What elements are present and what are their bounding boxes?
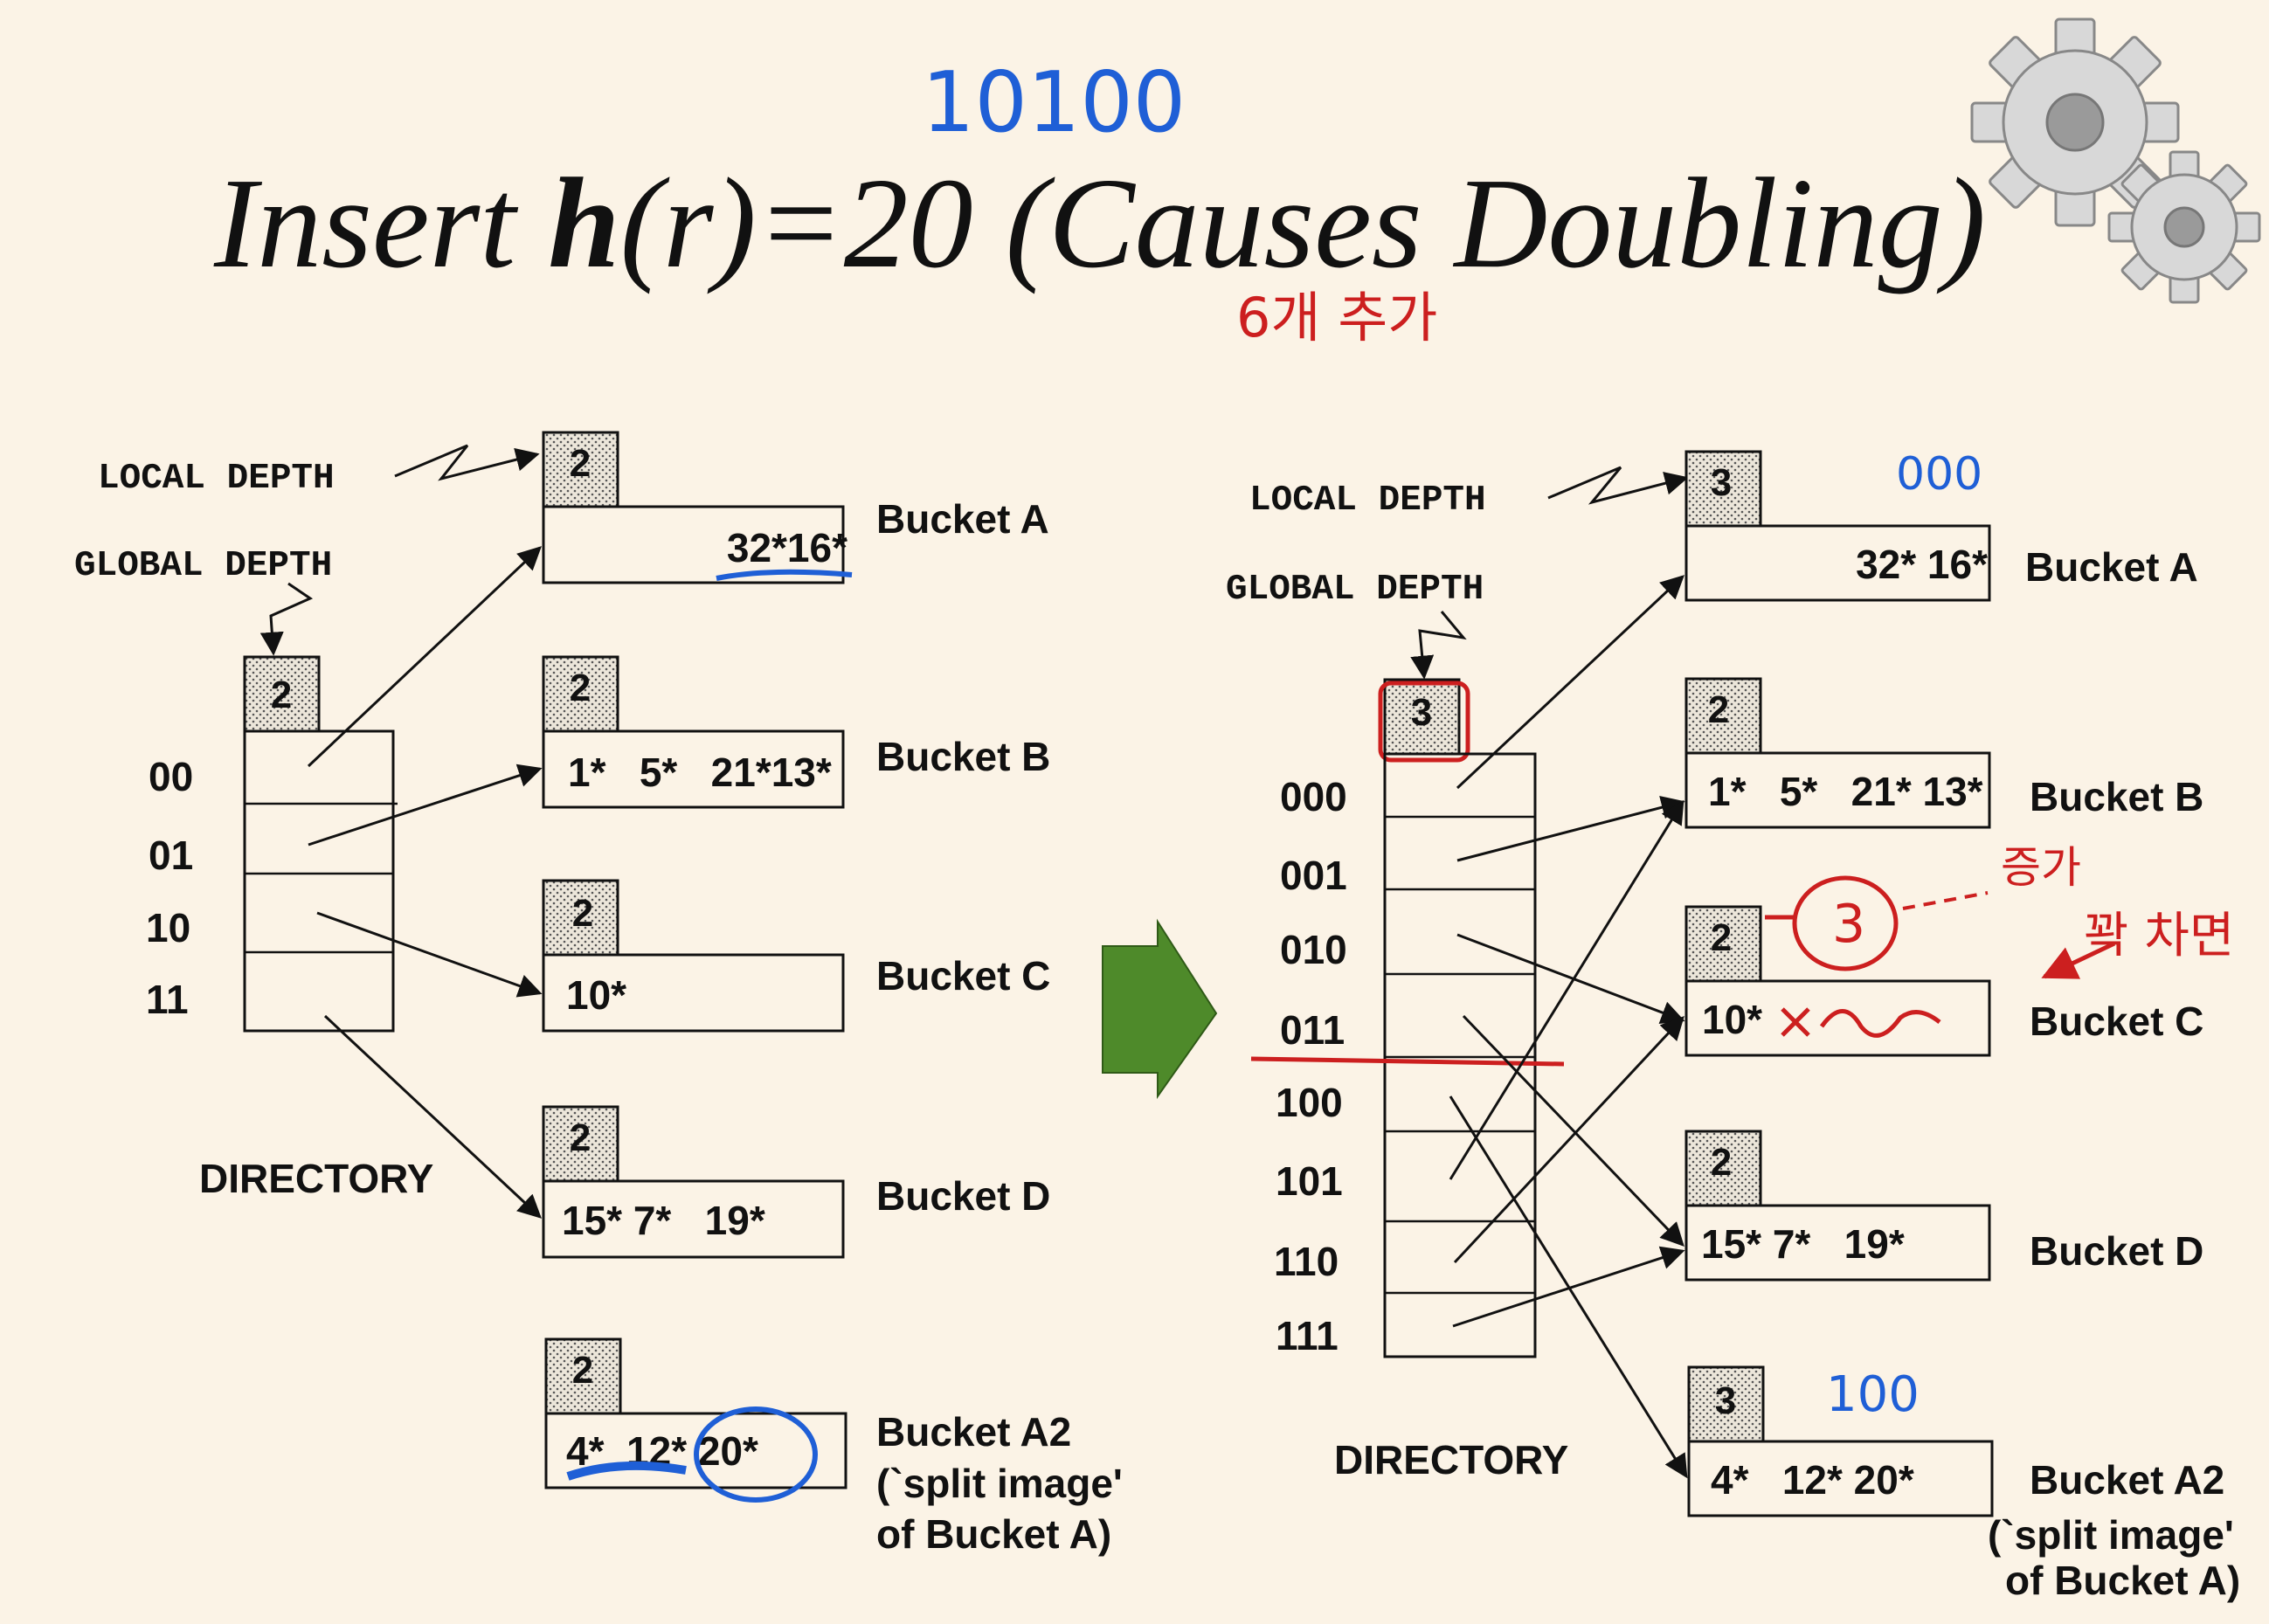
bucket-a-depth: 2 <box>570 442 591 485</box>
bucket-d-after <box>1684 1204 1991 1282</box>
bucket-d-entries-after: 15* 7* 19* <box>1701 1221 1905 1267</box>
bucket-a-depth-after: 3 <box>1711 461 1732 504</box>
bucket-b-name: Bucket B <box>876 734 1050 779</box>
bucket-a2-note-line1: (`split image' <box>876 1461 1123 1506</box>
bucket-a2 <box>544 1412 847 1489</box>
bucket-a-name-after: Bucket A <box>2025 544 2198 590</box>
bucket-d-depth: 2 <box>570 1116 591 1159</box>
gear-icon-small <box>2107 150 2261 304</box>
bucket-b <box>542 729 845 809</box>
bucket-d-name-after: Bucket D <box>2030 1228 2203 1274</box>
directory-after <box>1383 752 1537 1358</box>
bucket-a2-depth-after: 3 <box>1715 1379 1736 1422</box>
bucket-a2-entries-after: 4* 12* 20* <box>1711 1457 1914 1503</box>
dir-entry-101: 101 <box>1276 1158 1343 1204</box>
dir-entry-01: 01 <box>149 833 193 878</box>
bucket-a2-depth-box-after <box>1687 1365 1765 1443</box>
bucket-b-after <box>1684 751 1991 829</box>
title-rest: (r)=20 (Causes Doubling) <box>620 152 1986 295</box>
bucket-b-depth-after: 2 <box>1708 688 1729 731</box>
bucket-d <box>542 1179 845 1259</box>
bucket-c <box>542 953 845 1033</box>
annotation-korean-note: 6개 추가 <box>1236 286 1437 349</box>
dir-entry-100: 100 <box>1276 1080 1343 1125</box>
slide-title: Insert h(r)=20 (Causes Doubling) <box>213 152 1986 295</box>
directory <box>243 729 395 1033</box>
title-prefix: Insert <box>213 152 548 295</box>
bucket-b-name-after: Bucket B <box>2030 774 2203 819</box>
bucket-b-depth: 2 <box>570 667 591 709</box>
dir-entry-11: 11 <box>146 977 189 1022</box>
annotation-c-note: 증가 <box>2001 842 2081 893</box>
bucket-a2-note-line2-after: of Bucket A) <box>2005 1558 2240 1603</box>
bucket-b-entries: 1* 5* 21*13* <box>568 750 832 795</box>
bucket-a2-name-after: Bucket A2 <box>2030 1457 2224 1503</box>
bucket-c-name: Bucket C <box>876 953 1050 999</box>
bucket-d-depth-after: 2 <box>1711 1141 1732 1184</box>
directory-label-after: DIRECTORY <box>1334 1437 1568 1482</box>
annotation-binary-20: 10100 <box>922 55 1186 151</box>
bucket-c-entries-after: 10* <box>1702 997 1762 1042</box>
global-depth-label: GLOBAL DEPTH <box>74 546 332 586</box>
bucket-a2-depth-box <box>544 1337 622 1415</box>
bucket-d-entries: 15* 7* 19* <box>562 1198 765 1243</box>
annotation-c-new-depth: 3 <box>1832 894 1865 955</box>
before-diagram: LOCAL DEPTH GLOBAL DEPTH 2 00 01 10 11 D… <box>74 431 1123 1557</box>
annotation-a-bits: 000 <box>1896 448 1982 501</box>
bucket-a-name: Bucket A <box>876 496 1049 542</box>
dir-entry-10: 10 <box>146 905 190 950</box>
local-depth-label-after: LOCAL DEPTH <box>1249 480 1486 521</box>
dir-entry-110: 110 <box>1274 1239 1339 1284</box>
dir-entry-00: 00 <box>149 754 193 799</box>
bucket-c-depth-box-after <box>1684 905 1762 983</box>
bucket-a2-depth: 2 <box>572 1349 593 1392</box>
bucket-c-name-after: Bucket C <box>2030 999 2203 1044</box>
title-h: h <box>548 152 619 295</box>
bucket-d-depth-box <box>542 1105 619 1183</box>
dir-entry-000: 000 <box>1280 774 1347 819</box>
gear-icon <box>1970 17 2180 227</box>
bucket-a-entries-after: 32* 16* <box>1856 542 1988 587</box>
bucket-b-depth-box-after <box>1684 677 1762 755</box>
bucket-a-after <box>1684 524 1991 602</box>
annotation-c-note2: 꽉 차면 <box>2084 908 2234 964</box>
dir-entry-001: 001 <box>1280 853 1347 898</box>
bucket-c-depth: 2 <box>572 892 593 935</box>
global-depth-box <box>243 655 321 733</box>
dir-entry-010: 010 <box>1280 927 1347 972</box>
bucket-a2-name: Bucket A2 <box>876 1409 1071 1455</box>
dir-entry-111: 111 <box>1276 1313 1339 1358</box>
annotation-a2-bits: 100 <box>1826 1366 1920 1423</box>
global-depth-value-after: 3 <box>1411 691 1432 734</box>
bucket-c-after <box>1684 979 1991 1057</box>
bucket-b-depth-box <box>542 655 619 733</box>
bucket-a2-after <box>1687 1440 1994 1517</box>
dir-entry-011: 011 <box>1280 1007 1345 1053</box>
bucket-a2-note-line1-after: (`split image' <box>1988 1512 2234 1558</box>
bucket-d-depth-box-after <box>1684 1130 1762 1207</box>
bucket-a-depth-box-after <box>1684 450 1762 528</box>
bucket-a-entries: 32*16* <box>727 525 847 570</box>
local-depth-label: LOCAL DEPTH <box>98 459 335 499</box>
after-diagram: LOCAL DEPTH GLOBAL DEPTH 3 000 001 010 0… <box>1226 448 2240 1603</box>
bucket-b-entries-after: 1* 5* 21* 13* <box>1708 769 1983 814</box>
bucket-c-entries: 10* <box>566 972 626 1018</box>
bucket-c-depth-after: 2 <box>1711 916 1732 959</box>
directory-label: DIRECTORY <box>199 1156 433 1201</box>
bucket-a2-note-line2: of Bucket A) <box>876 1511 1111 1557</box>
bucket-d-name: Bucket D <box>876 1173 1050 1219</box>
global-depth-value: 2 <box>271 674 292 716</box>
transition-arrow-icon <box>1102 918 1218 1100</box>
bucket-a <box>542 505 845 584</box>
global-depth-label-after: GLOBAL DEPTH <box>1226 570 1484 610</box>
